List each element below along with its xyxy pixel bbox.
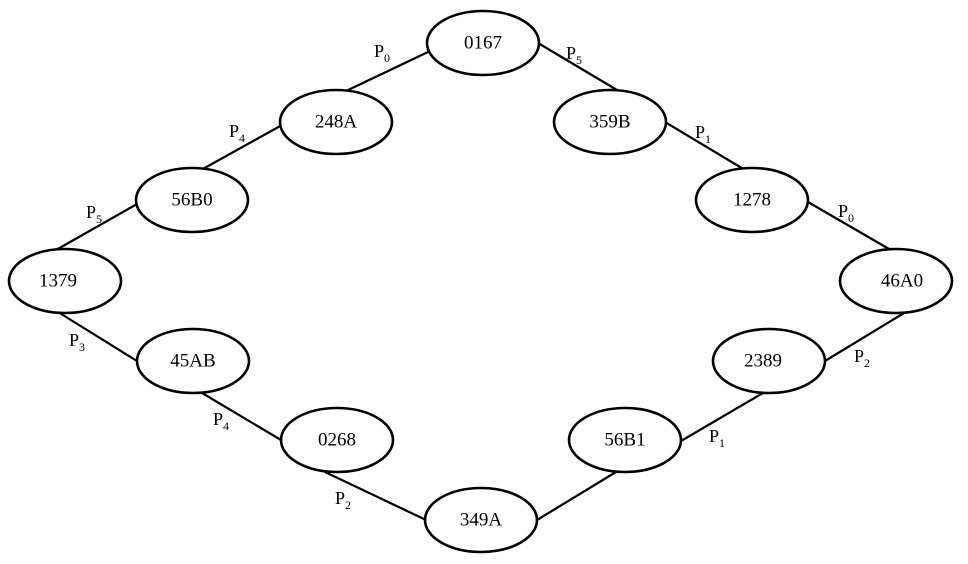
edge-label-0268-349A: P2: [335, 488, 351, 512]
node-ellipse: [135, 327, 251, 395]
node-0268: 0268: [279, 406, 395, 474]
node-label: 45AB: [170, 351, 215, 372]
node-label: 56B1: [604, 430, 645, 451]
node-45AB: 45AB: [135, 327, 251, 395]
edge-labels-layer: P0 P4 P5 P3 P4 P2 P3 P1 P2 P0 P1 P5: [69, 41, 870, 530]
node-label: 349A: [460, 510, 503, 531]
edge-2389-46A0: [824, 312, 905, 362]
node-ellipse: [711, 327, 827, 395]
edge-56B1-2389: [680, 392, 764, 442]
node-label: 2389: [744, 351, 782, 372]
edge-label-359B-0167: P5: [566, 43, 582, 67]
edge-56B0-1379: [55, 203, 138, 251]
edges-layer: [55, 42, 905, 521]
edge-1278-359B: [664, 121, 746, 171]
nodes-layer: 0167 248A 359B 56B0 1278 1379 46A0 45AB: [7, 9, 954, 554]
node-label: 0268: [318, 430, 356, 451]
node-ellipse: [694, 166, 810, 234]
edge-359B-0167: [537, 42, 618, 91]
edge-248A-56B0: [200, 124, 283, 171]
node-label: 46A0: [881, 271, 923, 292]
edge-0268-349A: [324, 471, 427, 521]
edge-label-2389-46A0: P2: [854, 346, 870, 370]
node-1379: 1379: [7, 247, 123, 315]
edge-label-1379-45AB: P3: [69, 330, 85, 354]
node-0167: 0167: [425, 9, 541, 77]
edge-0167-248A: [345, 51, 429, 92]
node-1278: 1278: [694, 166, 810, 234]
node-ellipse: [278, 88, 394, 156]
node-label: 359B: [589, 112, 630, 133]
node-46A0: 46A0: [838, 247, 954, 315]
node-56B0: 56B0: [134, 166, 250, 234]
edge-label-248A-56B0: P4: [229, 121, 245, 145]
node-label: 0167: [464, 33, 502, 54]
node-ellipse: [838, 247, 954, 315]
edge-1379-45AB: [57, 311, 138, 362]
edge-label-46A0-1278: P0: [838, 201, 854, 225]
node-ellipse: [423, 486, 539, 554]
node-359B: 359B: [552, 88, 668, 156]
edge-label-56B0-1379: P5: [86, 202, 102, 226]
edge-label-45AB-0268: P4: [213, 409, 229, 433]
node-ellipse: [552, 88, 668, 156]
node-248A: 248A: [278, 88, 394, 156]
node-label: 248A: [315, 112, 358, 133]
edge-46A0-1278: [807, 201, 890, 250]
node-ellipse: [7, 247, 123, 315]
node-349A: 349A: [423, 486, 539, 554]
node-label: 1379: [39, 271, 77, 292]
node-ellipse: [134, 166, 250, 234]
node-56B1: 56B1: [567, 406, 683, 474]
node-ellipse: [279, 406, 395, 474]
node-2389: 2389: [711, 327, 827, 395]
node-label: 1278: [733, 190, 771, 211]
edge-label-56B1-2389: P1: [709, 426, 725, 450]
edge-45AB-0268: [201, 392, 282, 441]
node-ellipse: [425, 9, 541, 77]
node-ellipse: [567, 406, 683, 474]
node-label: 56B0: [171, 190, 212, 211]
edge-label-1278-359B: P1: [695, 122, 711, 146]
edge-label-0167-248A: P0: [374, 41, 390, 65]
edge-349A-56B1: [536, 471, 617, 521]
